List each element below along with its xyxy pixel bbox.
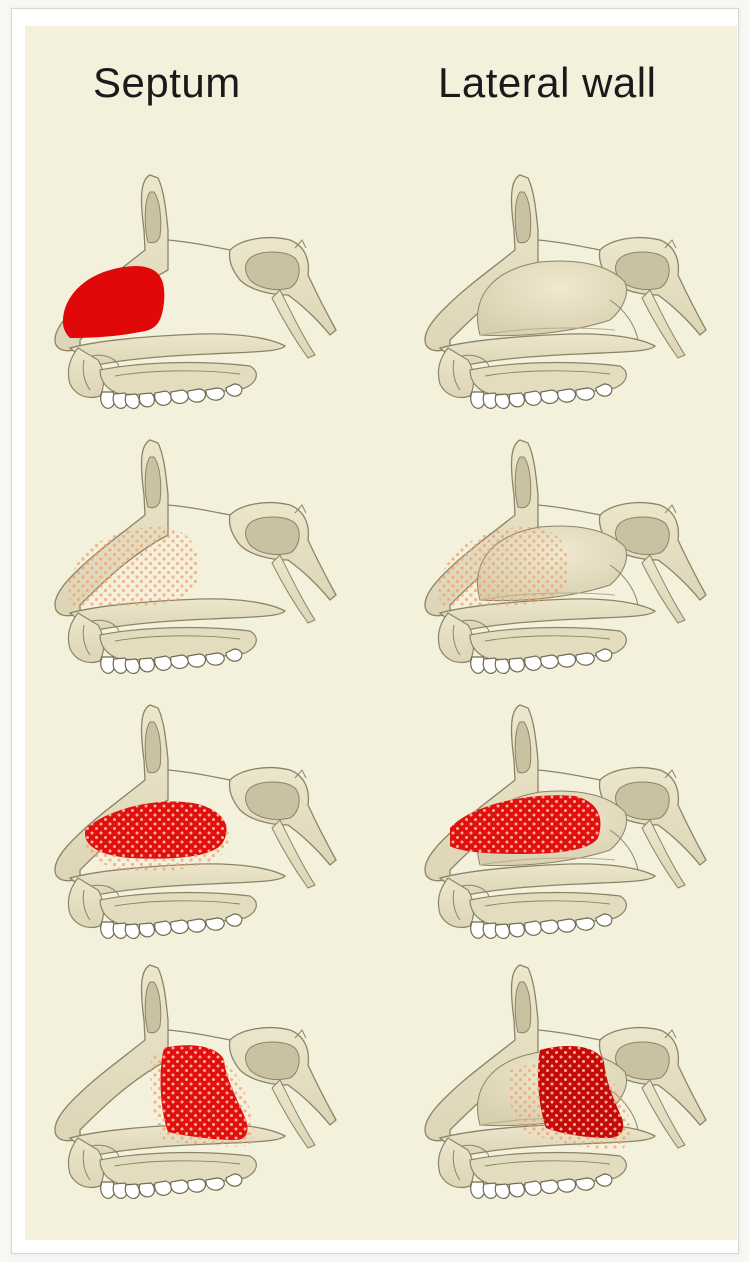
septum-heading: Septum	[93, 62, 241, 104]
lateral-wall-figure-row-1	[410, 170, 710, 420]
septum-figure-row-3	[40, 700, 340, 950]
highlight-region	[438, 527, 568, 607]
septum-figure-row-2	[40, 435, 340, 685]
highlight-region	[68, 527, 198, 607]
lateral-wall-figure-row-4	[410, 960, 710, 1210]
lateral-wall-figure-row-3	[410, 700, 710, 950]
highlight-region	[63, 266, 164, 338]
septum-figure-row-1	[40, 170, 340, 420]
lateral-wall-figure-row-2	[410, 435, 710, 685]
lateral-wall-heading: Lateral wall	[438, 62, 656, 104]
septum-figure-row-4	[40, 960, 340, 1210]
